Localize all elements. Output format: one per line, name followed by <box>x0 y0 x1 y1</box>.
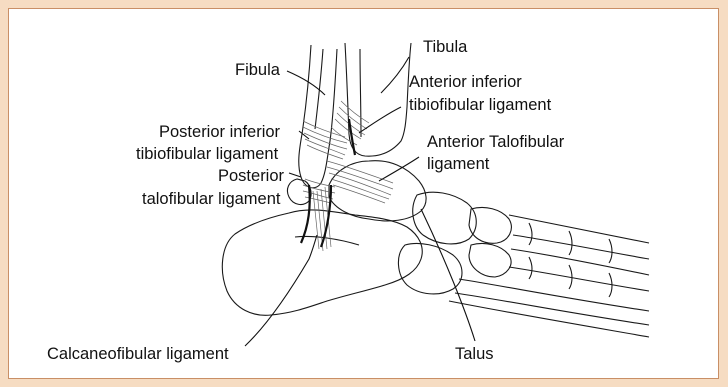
cuneiform-2 <box>469 243 511 277</box>
label-talus: Talus <box>455 345 494 363</box>
calcaneofibular-ligament-band <box>301 185 310 243</box>
anterior-inferior-leader <box>359 107 401 133</box>
navicular-bone <box>413 192 477 244</box>
talus-leader <box>421 209 475 341</box>
calcaneus-sustentaculum <box>295 236 359 245</box>
diagram-labels: Fibula Tibula Anterior inferior tibiofib… <box>47 38 565 363</box>
label-fibula: Fibula <box>235 61 281 79</box>
label-anterior-talofibular-line1: Anterior Talofibular <box>427 133 565 151</box>
tibula-leader <box>381 57 409 93</box>
label-anterior-inferior-line2: tibiofibular ligament <box>409 96 552 114</box>
cuboid-bone <box>398 243 462 293</box>
label-posterior-talofibular-line2: talofibular ligament <box>142 190 281 208</box>
fibula-bone <box>299 45 337 188</box>
posterior-inferior-leader <box>299 131 309 139</box>
anterior-tibiofibular-band <box>349 119 355 155</box>
calcaneofibular-leader <box>245 235 317 346</box>
label-calcaneofibular: Calcaneofibular ligament <box>47 345 229 363</box>
talus-bone <box>329 161 426 221</box>
posterior-inferior-tibiofibular-fibers <box>303 121 347 159</box>
cuneiform-1 <box>469 207 511 243</box>
tibia-bone-shaft-line <box>360 49 361 137</box>
posterior-talofibular-leader <box>289 173 301 177</box>
label-posterior-inferior-line1: Posterior inferior <box>159 123 281 141</box>
ankle-ligament-diagram: Fibula Tibula Anterior inferior tibiofib… <box>9 9 719 379</box>
label-posterior-inferior-line2: tibiofibular ligament <box>136 145 279 163</box>
label-anterior-inferior-line1: Anterior inferior <box>409 73 522 91</box>
label-tibula: Tibula <box>423 38 468 56</box>
label-anterior-talofibular-line2: ligament <box>427 155 490 173</box>
calcaneus-bone <box>222 210 422 315</box>
anterior-talofibular-fibers <box>327 161 393 203</box>
diagram-panel: Fibula Tibula Anterior inferior tibiofib… <box>8 8 719 379</box>
ligament-fibers <box>301 101 393 251</box>
label-posterior-talofibular-line1: Posterior <box>218 167 285 185</box>
anterior-talofibular-leader <box>379 157 419 181</box>
tibia-bone <box>345 43 411 156</box>
metatarsal-joint-lines <box>529 223 612 297</box>
